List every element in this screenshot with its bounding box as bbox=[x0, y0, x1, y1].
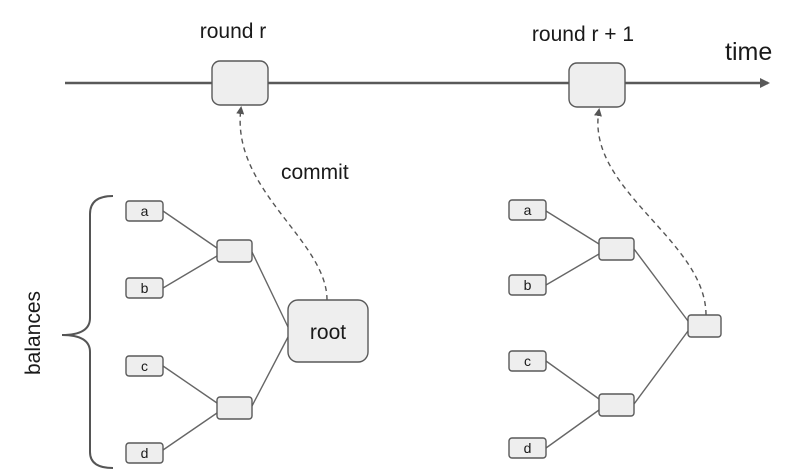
right-leaf-b-label: b bbox=[524, 277, 532, 293]
left-leaf-d bbox=[125, 442, 164, 464]
left-leaf-d-label: d bbox=[141, 445, 149, 461]
left-leaf-a-label: a bbox=[141, 203, 149, 219]
left-internal-node-top bbox=[216, 239, 253, 263]
balances-label: balances bbox=[22, 291, 45, 375]
commit-arrow-left bbox=[236, 106, 328, 301]
commit-label: commit bbox=[281, 161, 349, 184]
right-root-node bbox=[687, 314, 722, 338]
left-leaf-c bbox=[125, 355, 164, 377]
right-leaf-a bbox=[508, 199, 547, 221]
commit-arrow-right bbox=[594, 108, 707, 316]
right-internal-node-bottom bbox=[598, 393, 635, 417]
root-node bbox=[287, 299, 369, 363]
left-leaf-b-label: b bbox=[141, 280, 149, 296]
left-leaf-a bbox=[125, 200, 164, 222]
right-leaf-d bbox=[508, 437, 547, 459]
right-leaf-c-label: c bbox=[524, 353, 531, 369]
balances-brace bbox=[61, 195, 114, 469]
round-r-label: round r bbox=[200, 20, 267, 43]
left-leaf-b bbox=[125, 277, 164, 299]
left-internal-node-bottom bbox=[216, 396, 253, 420]
right-leaf-b bbox=[508, 274, 547, 296]
left-leaf-c-label: c bbox=[141, 358, 148, 374]
round-r-block bbox=[211, 60, 269, 106]
round-r-plus-1-block bbox=[568, 62, 626, 108]
left-tree-edges bbox=[162, 210, 289, 451]
right-internal-node-top bbox=[598, 237, 635, 261]
right-leaf-d-label: d bbox=[524, 440, 532, 456]
right-tree-edges bbox=[545, 210, 689, 449]
round-r-plus-1-label: round r + 1 bbox=[532, 23, 634, 46]
root-label: root bbox=[310, 321, 346, 344]
time-label: time bbox=[725, 38, 772, 66]
right-leaf-c bbox=[508, 350, 547, 372]
right-leaf-a-label: a bbox=[524, 202, 532, 218]
